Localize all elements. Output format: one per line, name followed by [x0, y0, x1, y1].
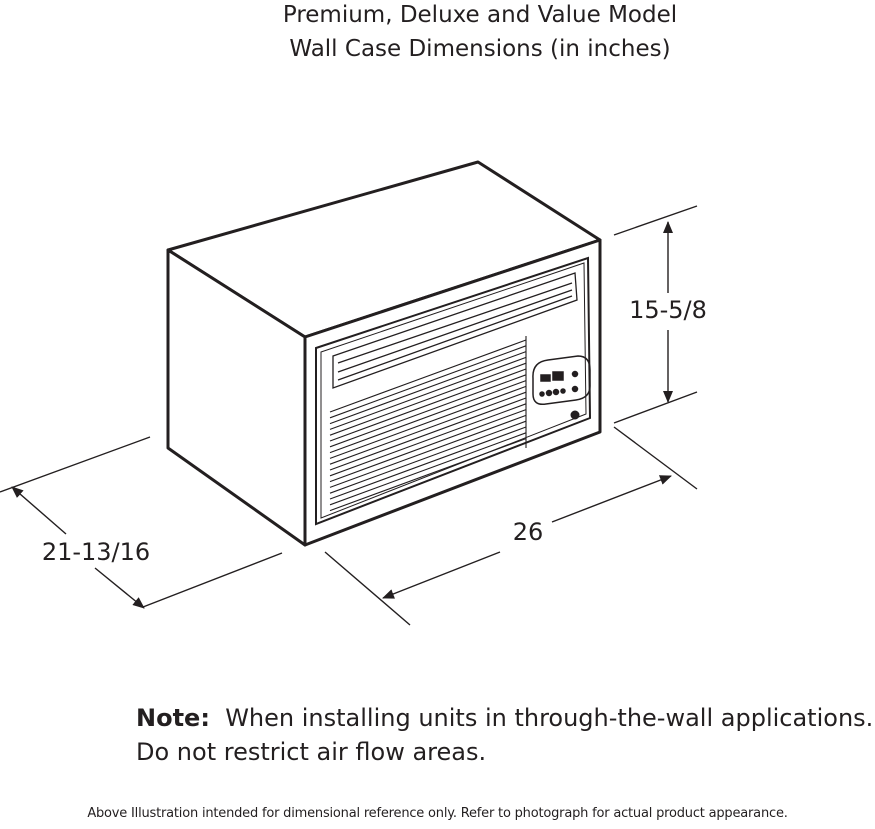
width-dimension-label: 26: [513, 518, 544, 546]
grille-slat: [329, 362, 527, 436]
height-dimension: [613, 205, 698, 424]
width-dimension: [324, 426, 698, 626]
diagram-title-line-1: Premium, Deluxe and Value Model: [282, 2, 678, 28]
grille-slat: [329, 374, 527, 448]
wall-case: [166, 160, 602, 547]
case-front-face: [303, 238, 602, 547]
grille-slat: [329, 368, 527, 442]
grille-slat: [329, 397, 527, 471]
height-dimension-label: 15-5/8: [629, 296, 707, 324]
note-line-2: Do not restrict air flow areas.: [136, 738, 487, 766]
note-text-1: When installing units in through-the-wal…: [225, 704, 874, 732]
grille-slat: [329, 385, 527, 459]
grille-slat: [329, 345, 527, 419]
depth-dimension-label: 21-13/16: [42, 538, 150, 566]
grille-slat: [329, 391, 527, 465]
logo-badge: [570, 410, 580, 420]
grille-slat: [329, 380, 527, 454]
grille-slat: [329, 432, 527, 506]
note-line-1: Note: When installing units in through-t…: [136, 703, 873, 733]
grille-slat: [329, 356, 527, 430]
diagram-title-line-2: Wall Case Dimensions (in inches): [289, 36, 671, 62]
grille-slat: [329, 426, 527, 500]
depth-dimension: [0, 436, 283, 609]
intake-grille: [329, 336, 527, 512]
grille-slat: [329, 420, 527, 494]
grille-slat: [329, 438, 527, 512]
grille-slat: [329, 351, 527, 425]
grille-slat: [329, 403, 527, 477]
note-label: Note:: [136, 704, 210, 732]
disclaimer-footer: Above Illustration intended for dimensio…: [87, 806, 788, 821]
grille-slat: [329, 339, 527, 413]
grille-slat: [329, 414, 527, 488]
grille-slat: [329, 409, 527, 483]
control-panel: [532, 355, 591, 406]
ac-front-panel: [315, 256, 592, 526]
discharge-louver: [332, 272, 578, 389]
